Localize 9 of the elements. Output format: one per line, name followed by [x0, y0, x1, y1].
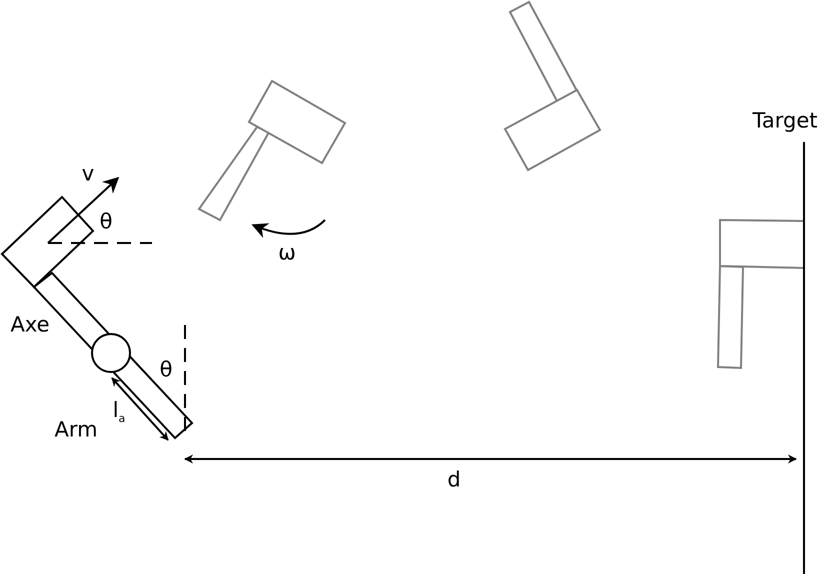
angle-label: θ: [100, 212, 112, 232]
velocity-label: v: [82, 164, 94, 184]
distance-label: d: [447, 470, 461, 490]
axe-label: Axe: [10, 314, 50, 336]
angle-label: θ: [160, 360, 172, 380]
arm-label: Arm: [54, 420, 98, 440]
arm-length-label: l$_{a}$: [112, 400, 126, 424]
angular-velocity-label: ω: [278, 242, 296, 264]
target-label: Target: [752, 110, 818, 132]
